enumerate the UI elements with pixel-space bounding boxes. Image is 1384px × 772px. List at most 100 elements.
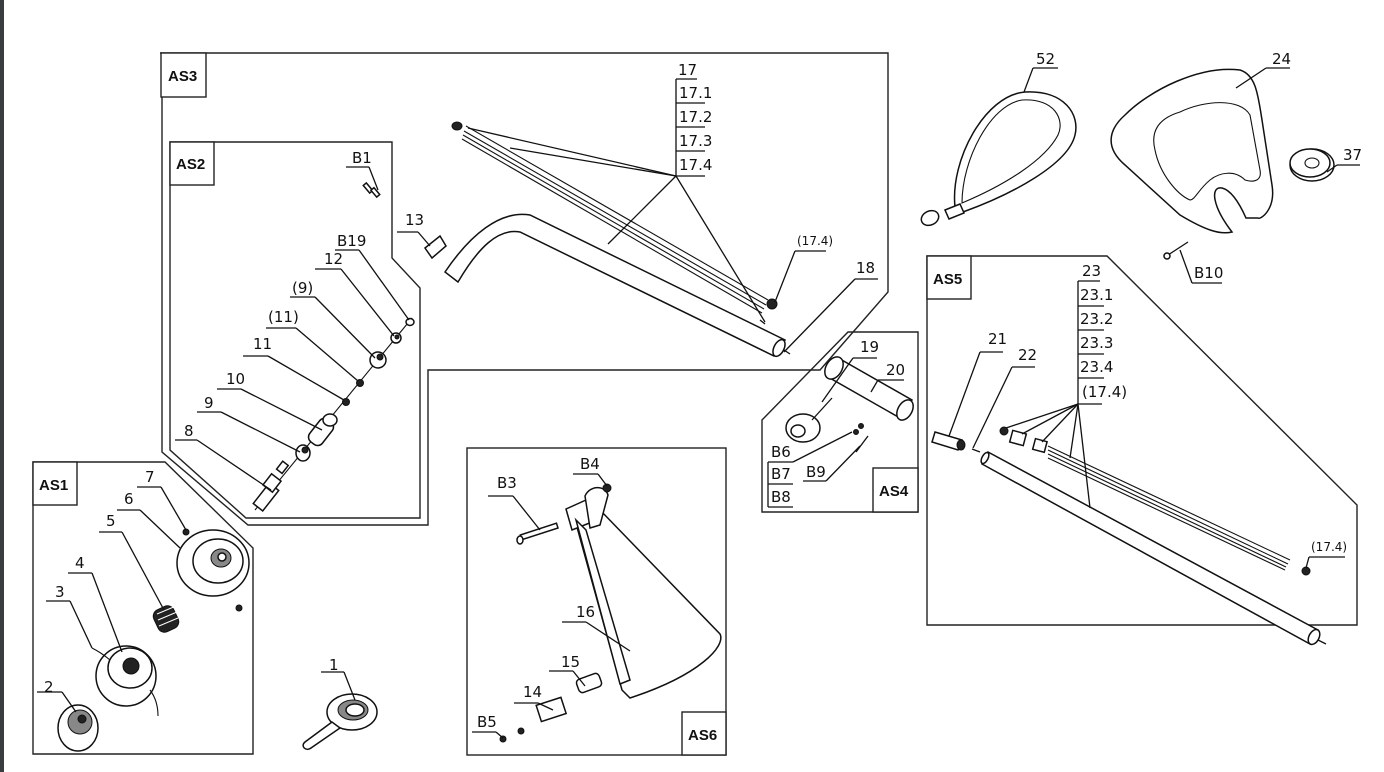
label-23-3: 23.3 bbox=[1080, 334, 1113, 352]
label-15: 15 bbox=[561, 653, 580, 671]
label-37: 37 bbox=[1343, 146, 1362, 164]
as2-frame bbox=[169, 141, 421, 519]
as5-frame bbox=[926, 255, 1358, 626]
part-37-spacer: 37 bbox=[1289, 146, 1362, 182]
label-9-ref: (9) bbox=[292, 279, 313, 297]
label-23-4: 23.4 bbox=[1080, 358, 1113, 376]
label-b4: B4 bbox=[580, 455, 600, 473]
assembly-as5: AS5 bbox=[926, 255, 1358, 626]
label-11-ref: (11) bbox=[268, 308, 299, 326]
as4-tag-box bbox=[872, 467, 919, 513]
as5-parts bbox=[931, 426, 1327, 646]
as1-tag-box bbox=[32, 461, 78, 506]
label-6: 6 bbox=[124, 490, 134, 508]
as3-tag: AS3 bbox=[168, 68, 197, 85]
label-17-4-ref-b: (17.4) bbox=[1082, 383, 1127, 401]
label-17-4: 17.4 bbox=[679, 156, 712, 174]
label-24: 24 bbox=[1272, 50, 1291, 68]
svg-text:18: 18 bbox=[856, 259, 875, 277]
as5-tag: AS5 bbox=[933, 271, 962, 288]
part-18-tube bbox=[443, 213, 791, 358]
label-17-stack: 17 17.1 17.2 17.3 17.4 bbox=[467, 61, 766, 323]
label-b6: B6 bbox=[771, 443, 791, 461]
part-21-plug bbox=[931, 431, 964, 451]
as1-labels: 7 6 5 4 3 2 bbox=[37, 468, 187, 713]
as2-tag-box bbox=[169, 141, 215, 186]
label-b9: B9 bbox=[806, 463, 826, 481]
assembly-as3: AS3 bbox=[160, 52, 889, 526]
label-3: 3 bbox=[55, 583, 65, 601]
part-13-clip: 13 bbox=[397, 211, 447, 260]
label-4: 4 bbox=[75, 554, 85, 572]
label-14: 14 bbox=[523, 683, 542, 701]
part-5-spring bbox=[152, 605, 180, 633]
part-17-rods bbox=[451, 121, 778, 325]
label-b19: B19 bbox=[337, 232, 366, 250]
label-b8: B8 bbox=[771, 488, 791, 506]
label-8: 8 bbox=[184, 422, 194, 440]
as6-parts bbox=[499, 483, 722, 743]
as6-tag: AS6 bbox=[688, 727, 717, 744]
assembly-as2: AS2 bbox=[169, 141, 421, 519]
part-b10-bolt: B10 bbox=[1163, 241, 1223, 284]
label-17-2: 17.2 bbox=[679, 108, 712, 126]
label-11: 11 bbox=[253, 335, 272, 353]
label-17-4-ref-a: (17.4) bbox=[774, 234, 833, 303]
label-17-3: 17.3 bbox=[679, 132, 712, 150]
label-13: 13 bbox=[405, 211, 424, 229]
window-edge-strip bbox=[0, 0, 4, 772]
label-19: 19 bbox=[860, 338, 879, 356]
as4-tag: AS4 bbox=[879, 483, 909, 500]
label-b3: B3 bbox=[497, 474, 517, 492]
label-2: 2 bbox=[44, 678, 54, 696]
label-17-4-ref-c: (17.4) bbox=[1311, 540, 1347, 554]
label-b10: B10 bbox=[1194, 264, 1223, 282]
as4-frame bbox=[761, 331, 919, 513]
as1-parts bbox=[57, 528, 250, 752]
as6-frame bbox=[466, 447, 727, 756]
part-24-handle: 24 bbox=[1110, 50, 1291, 234]
label-b5: B5 bbox=[477, 713, 497, 731]
label-17: 17 bbox=[678, 61, 697, 79]
part-52-strap: 52 bbox=[920, 50, 1077, 227]
as5-tag-box bbox=[926, 255, 972, 300]
part-1-spanner: 1 bbox=[302, 656, 378, 751]
label-1: 1 bbox=[329, 656, 339, 674]
as6-labels: B4 B3 16 15 14 B5 bbox=[472, 455, 631, 739]
label-23-2: 23.2 bbox=[1080, 310, 1113, 328]
as2-labels: B1 B19 12 (9) (11) 11 10 9 8 bbox=[175, 149, 410, 491]
label-b7: B7 bbox=[771, 465, 791, 483]
assembly-as1: AS1 bbox=[32, 461, 254, 755]
assembly-as4: AS4 bbox=[761, 331, 919, 513]
label-5: 5 bbox=[106, 512, 116, 530]
svg-text:(17.4): (17.4) bbox=[797, 234, 833, 248]
as4-labels: 19 20 B6 B7 B8 B9 bbox=[767, 338, 905, 508]
label-b1: B1 bbox=[352, 149, 372, 167]
label-18: 18 bbox=[783, 259, 878, 353]
as1-frame bbox=[32, 461, 254, 755]
label-23: 23 bbox=[1082, 262, 1101, 280]
label-17-1: 17.1 bbox=[679, 84, 712, 102]
as6-tag-box bbox=[681, 711, 727, 756]
as2-parts bbox=[252, 181, 415, 512]
label-23-1: 23.1 bbox=[1080, 286, 1113, 304]
part-16-guard bbox=[574, 509, 722, 699]
as2-tag: AS2 bbox=[176, 156, 205, 173]
label-21: 21 bbox=[988, 330, 1007, 348]
as3-frame bbox=[160, 52, 889, 526]
as3-tag-box bbox=[160, 52, 207, 98]
as1-tag: AS1 bbox=[39, 477, 68, 494]
label-22: 22 bbox=[1018, 346, 1037, 364]
label-7: 7 bbox=[145, 468, 155, 486]
assembly-as6: AS6 bbox=[466, 447, 727, 756]
rod-cap-top bbox=[451, 121, 463, 131]
as5-labels: 21 22 23 23.1 23.2 23.3 23.4 (17.4) (17.… bbox=[948, 262, 1347, 569]
label-10: 10 bbox=[226, 370, 245, 388]
label-20: 20 bbox=[886, 361, 905, 379]
label-9: 9 bbox=[204, 394, 214, 412]
label-12: 12 bbox=[324, 250, 343, 268]
as4-parts bbox=[785, 356, 914, 453]
part-23-tube bbox=[981, 450, 1320, 646]
label-16: 16 bbox=[576, 603, 595, 621]
